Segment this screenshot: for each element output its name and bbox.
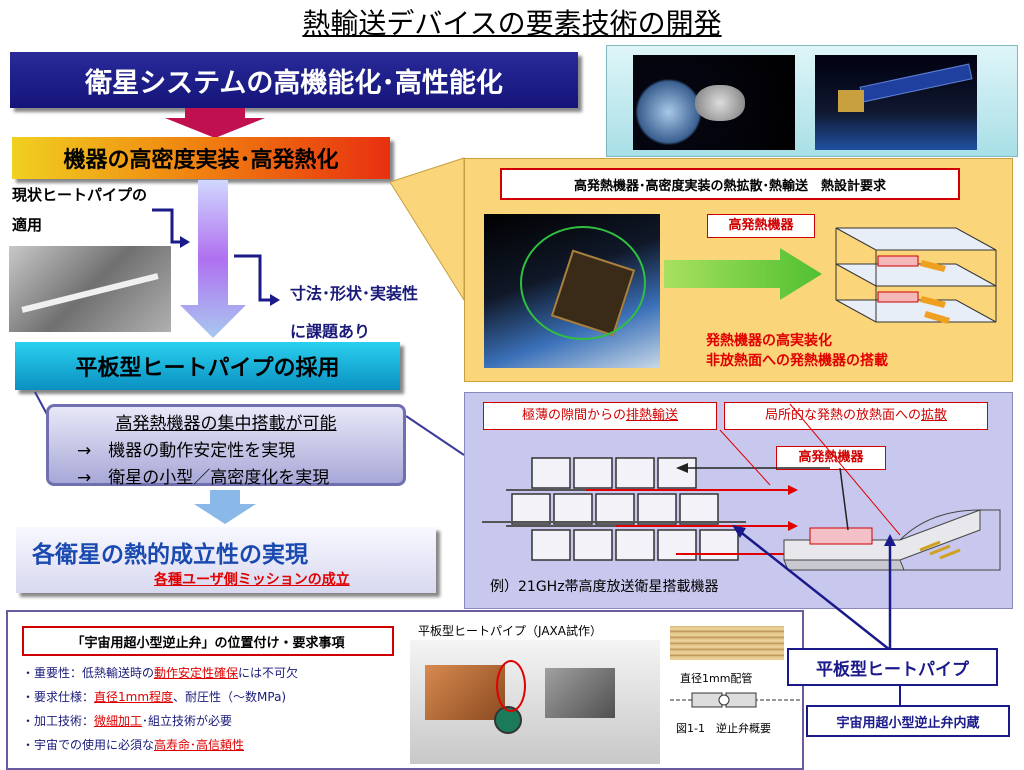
issue-line2: に課題あり [290,322,371,341]
req1-ul: 動作安定性確保 [154,666,239,680]
spread-ul: 拡散 [921,408,948,423]
spread-pre: 局所的な発熱の放熱面への [764,408,921,423]
flat-heatpipe-drawing [783,509,1001,571]
check-valve-label: 宇宙用超小型逆止弁内蔵 [806,705,1010,737]
stacked-boards-diagram [835,227,997,324]
thermal-design-header: 高発熱機器･高密度実装の熱拡散･熱輸送 熱設計要求 [500,168,960,200]
satellite-dish-icon [695,85,745,121]
concentrated-item-1: → 機器の動作安定性を実現 [77,441,296,461]
arrow-down-2 [194,490,256,524]
req2-ul: 直径1mm程度 [94,690,174,704]
heatpipe-photo-caption: 平板型ヒートパイプ（JAXA試作） [418,624,602,638]
yellow-note-1: 発熱機器の高実装化 [706,333,832,349]
req2-pre: ・要求仕様： [22,690,95,704]
exhaust-transport-box: 極薄の隙間からの排熱輸送 [483,402,717,430]
check-valve-schematic [670,692,800,708]
flat-heatpipe-label: 平板型ヒートパイプ [787,648,998,686]
concentrated-mount-box: 高発熱機器の集中搭載が可能 → 機器の動作安定性を実現 → 衛星の小型／高密度化… [46,404,406,488]
current-heatpipe-line1: 現状ヒートパイプの [12,186,148,204]
page-title: 熱輸送デバイスの要素技術の開発 [302,7,722,40]
satellite-example-caption: 例）21GHz帯高度放送衛星搭載機器 [490,579,719,595]
green-arrow-icon [664,248,822,300]
requirement-item-3: ・加工技術：微細加工･組立技術が必要 [22,712,232,729]
valve-location-ellipse [496,660,526,712]
copper-block-left [425,665,505,720]
requirement-item-4: ・宇宙での使用に必須な高寿命･高信頼性 [22,736,244,753]
copper-block-right [545,668,615,718]
check-valve-heading: 「宇宙用超小型逆止弁」の位置付け・要求事項 [22,626,394,656]
exhaust-ul: 排熱輸送 [626,408,679,423]
satellite-body-icon [838,90,864,112]
req3-pre: ・加工技術： [22,714,95,728]
concentrated-heading: 高発熱機器の集中搭載が可能 [115,414,337,434]
arrow-down-gradient [180,180,246,338]
requirement-item-1: ・重要性：低熱輸送時の動作安定性確保には不可欠 [22,664,298,681]
yellow-note-2: 非放熱面への発熱機器の搭載 [706,353,888,369]
result-box: 各衛星の熱的成立性の実現 各種ユーザ側ミッションの成立 [16,527,436,593]
req4-ul: 高寿命･高信頼性 [154,738,245,752]
arrow-down-1 [165,108,265,138]
bent-arrow-left [152,208,190,248]
issue-line1: 寸法･形状･実装性 [290,284,419,303]
requirement-item-2: ・要求仕様：直径1mm程度、耐圧性（～数MPa) [22,688,286,705]
figure-caption: 図1-1 逆止弁概要 [676,722,771,735]
req4-pre: ・宇宙での使用に必須な [22,738,155,752]
req1-post: には不可欠 [238,666,299,680]
current-heatpipe-line2: 適用 [12,216,43,234]
exhaust-pre: 極薄の隙間からの [521,408,626,423]
tube-photo [670,626,784,660]
req1-pre: ・重要性：低熱輸送時の [22,666,155,680]
req3-post: ･組立技術が必要 [142,714,233,728]
banner-satellite-performance: 衛星システムの高機能化･高性能化 [10,52,578,108]
banner-flat-heatpipe: 平板型ヒートパイプの採用 [15,342,400,390]
spread-box: 局所的な発熱の放熱面への拡散 [724,402,988,430]
orbit-ring-icon [520,226,646,340]
banner-high-density: 機器の高密度実装･高発熱化 [12,137,390,179]
concentrated-item-2: → 衛星の小型／高密度化を実現 [77,468,330,488]
result-main: 各衛星の熱的成立性の実現 [32,542,308,568]
result-sub: 各種ユーザ側ミッションの成立 [154,572,350,588]
req3-ul: 微細加工 [94,714,143,728]
tube-caption: 直径1mm配管 [680,672,753,685]
device-label-purple: 高発熱機器 [776,446,886,470]
req2-post: 、耐圧性（～数MPa) [173,690,287,704]
device-label-yellow: 高発熱機器 [707,214,815,238]
bent-arrow-right [234,254,280,306]
module-stack-diagram [482,457,798,561]
